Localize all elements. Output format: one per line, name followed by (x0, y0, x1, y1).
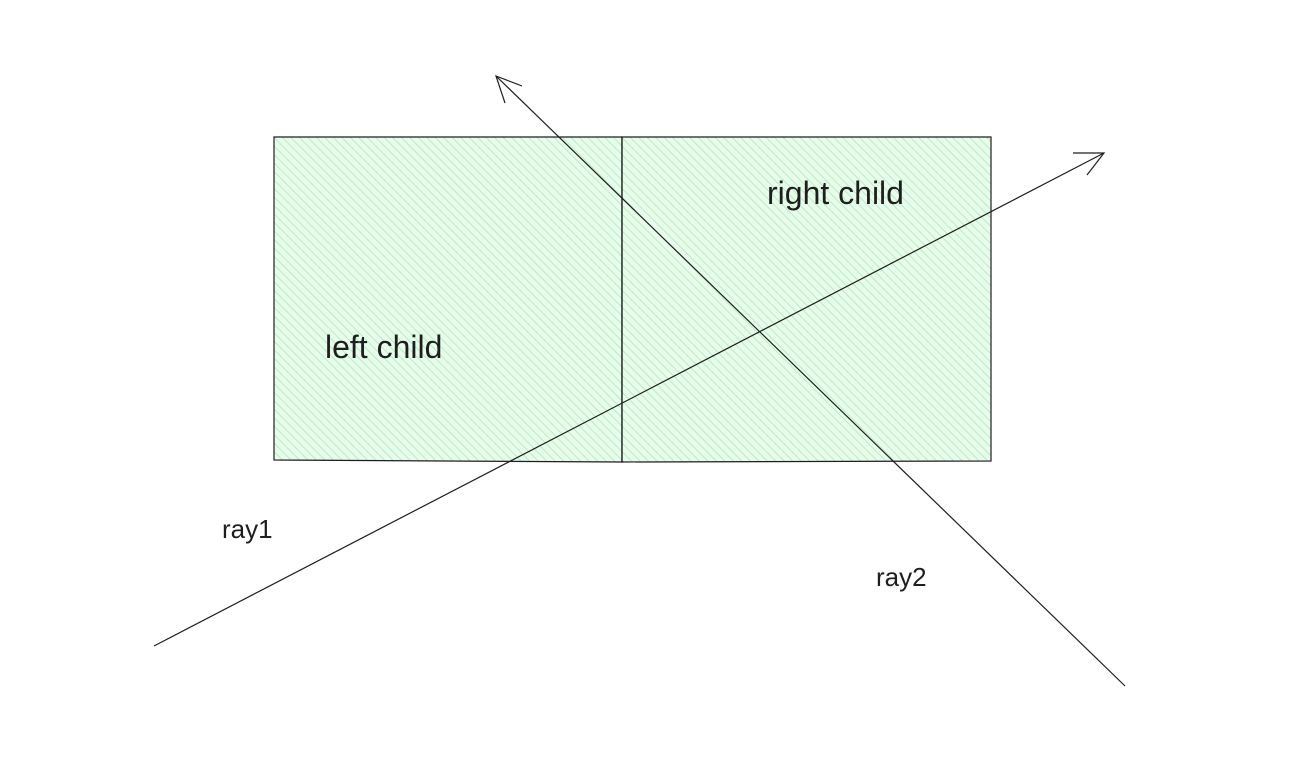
right-child-label: right child (767, 175, 904, 211)
ray2-label: ray2 (876, 562, 927, 592)
left-child-box (273, 136, 623, 463)
ray2-arrow (495, 74, 1126, 687)
left-child-label: left child (325, 329, 442, 365)
bounding-box (273, 136, 992, 463)
ray2-arrowhead (495, 74, 523, 104)
ray1-arrow (153, 152, 1106, 647)
ray1-label: ray1 (222, 514, 273, 544)
ray1-arrowhead (1073, 152, 1106, 176)
